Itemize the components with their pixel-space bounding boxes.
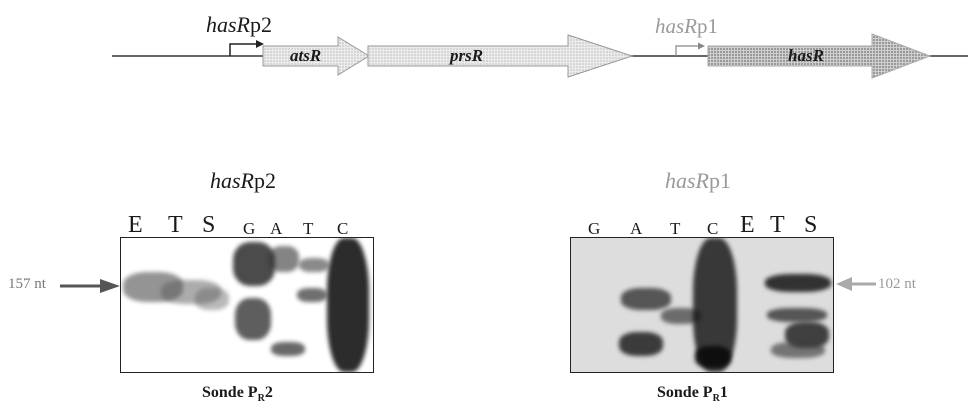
promoter-p2-arrow <box>229 43 258 56</box>
lane-label-G: G <box>243 219 257 238</box>
arrow-right-icon <box>60 279 120 293</box>
gene-arrow-hasR <box>707 33 932 79</box>
gene-arrow-prsR <box>367 34 634 78</box>
size-marker-157: 157 nt <box>8 276 46 292</box>
promoter-p1-arrow <box>675 45 700 56</box>
lane-label-A-r: A <box>630 219 644 238</box>
size-marker-102: 102 nt <box>878 276 916 292</box>
lane-label-S: S <box>202 212 216 238</box>
panel-title-p1: hasRp1 <box>665 168 731 193</box>
gene-label-prsR: prsR <box>450 46 484 65</box>
lane-label-A: A <box>270 219 284 238</box>
lane-label-E: E <box>128 212 143 238</box>
promoter-p2-label: hasRp2 <box>206 12 272 37</box>
lane-label-G-r: G <box>588 219 602 238</box>
lane-label-T: T <box>168 212 183 238</box>
gel-image-p2 <box>120 237 374 373</box>
lane-label-T2: T <box>303 219 315 238</box>
arrow-left-icon <box>836 277 876 291</box>
lane-label-C-r: C <box>707 219 720 238</box>
promoter-p1-label: hasRp1 <box>655 14 718 38</box>
probe-label-p1: Sonde PR1 <box>657 384 728 405</box>
lane-label-T-r2: T <box>770 212 785 238</box>
probe-label-p2: Sonde PR2 <box>202 384 273 405</box>
gene-map <box>112 33 968 79</box>
gene-label-atsR: atsR <box>290 46 322 65</box>
gel-image-p1 <box>570 237 834 373</box>
lane-label-C: C <box>337 219 350 238</box>
gene-arrow-atsR <box>262 36 370 76</box>
panel-title-p2: hasRp2 <box>210 168 276 193</box>
gene-label-hasR: hasR <box>788 46 824 65</box>
lane-label-T-r: T <box>670 219 682 238</box>
lane-label-S-r: S <box>804 212 818 238</box>
lane-label-E-r: E <box>740 212 755 238</box>
